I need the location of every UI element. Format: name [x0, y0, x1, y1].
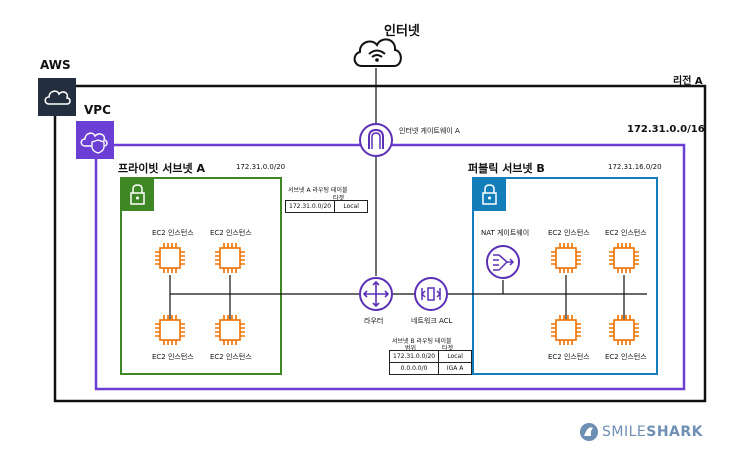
- vpc-label: VPC: [84, 103, 111, 117]
- aws-label: AWS: [40, 58, 71, 72]
- route-table-b-target-header: 타겟: [442, 345, 454, 352]
- ec2-chip-icon: [215, 315, 245, 345]
- nat-gateway-node: [485, 244, 521, 280]
- internet-gateway-icon: [359, 123, 393, 157]
- ec2-instance[interactable]: [606, 240, 642, 276]
- ec2-instance[interactable]: [548, 240, 584, 276]
- ec2-label: EC2 인스턴스: [548, 229, 590, 237]
- route-table-a: 172.31.0.0/20 Local: [284, 200, 369, 213]
- ec2-instance[interactable]: [152, 312, 188, 348]
- table-cell: IGA A: [438, 362, 473, 375]
- table-row: 172.31.0.0/20 Local: [388, 350, 473, 363]
- private-subnet-cidr: 172.31.0.0/20: [236, 163, 286, 171]
- nat-gateway-icon: [486, 245, 520, 279]
- igw-label: 인터넷 게이트웨이 A: [399, 127, 460, 135]
- private-subnet-box: [120, 177, 282, 375]
- brand-shark: SHARK: [646, 424, 704, 440]
- table-row: 0.0.0.0/0 IGA A: [388, 362, 473, 375]
- ec2-chip-icon: [215, 243, 245, 273]
- router-node: [358, 276, 394, 312]
- region-label: 리전 A: [673, 76, 703, 87]
- internet-cloud-icon: [353, 38, 402, 67]
- internet-label: 인터넷: [384, 24, 420, 39]
- ec2-label: EC2 인스턴스: [152, 353, 194, 361]
- ec2-instance[interactable]: [212, 240, 248, 276]
- ec2-label: EC2 인스턴스: [210, 229, 252, 237]
- table-cell: 172.31.0.0/20: [284, 200, 336, 213]
- vpc-cloud-shield-icon: [80, 132, 108, 154]
- internet-gateway-node: [358, 122, 394, 158]
- ec2-label: EC2 인스턴스: [605, 353, 647, 361]
- ec2-label: EC2 인스턴스: [152, 229, 194, 237]
- ec2-label: EC2 인스턴스: [605, 229, 647, 237]
- region-box: [53, 84, 707, 403]
- ec2-chip-icon: [609, 315, 639, 345]
- network-acl-icon: [414, 277, 448, 311]
- ec2-chip-icon: [609, 243, 639, 273]
- lock-icon: [482, 184, 497, 205]
- public-subnet-cidr: 172.31.16.0/20: [608, 163, 662, 171]
- route-table-b-title: 서브넷 B 라우팅 테이블: [392, 338, 452, 345]
- private-subnet-label: 프라이빗 서브넷 A: [118, 162, 206, 175]
- nat-gateway-label: NAT 게이트웨이: [481, 229, 530, 237]
- public-subnet-box: [472, 177, 658, 375]
- route-table-b-range-header: 범위: [405, 345, 417, 352]
- ec2-chip-icon: [155, 243, 185, 273]
- ec2-chip-icon: [155, 315, 185, 345]
- vpc-cidr: 172.31.0.0/16: [627, 124, 705, 135]
- ec2-chip-icon: [551, 243, 581, 273]
- private-subnet-badge: [121, 178, 154, 211]
- aws-cloud-icon: [44, 90, 71, 105]
- aws-cloud-badge: [38, 78, 76, 116]
- ec2-label: EC2 인스턴스: [210, 353, 252, 361]
- ec2-label: EC2 인스턴스: [548, 353, 590, 361]
- route-table-a-title: 서브넷 A 라우팅 테이블: [288, 187, 348, 194]
- brand-smile: SMILE: [602, 424, 647, 440]
- public-subnet-badge: [473, 178, 506, 211]
- ec2-chip-icon: [551, 315, 581, 345]
- route-table-a-target-header: 타겟: [333, 195, 345, 202]
- router-label: 라우터: [364, 317, 384, 325]
- network-acl-node: [413, 276, 449, 312]
- public-subnet-label: 퍼블릭 서브넷 B: [468, 162, 545, 175]
- lock-icon: [130, 184, 145, 205]
- ec2-instance[interactable]: [212, 312, 248, 348]
- ec2-instance[interactable]: [606, 312, 642, 348]
- ec2-instance[interactable]: [152, 240, 188, 276]
- table-cell: Local: [438, 350, 473, 363]
- table-cell: Local: [334, 200, 369, 213]
- table-cell: 172.31.0.0/20: [388, 350, 440, 363]
- nacl-label: 네트워크 ACL: [411, 317, 453, 325]
- ec2-instance[interactable]: [548, 312, 584, 348]
- route-table-b: 172.31.0.0/20 Local 0.0.0.0/0 IGA A: [388, 350, 473, 375]
- shark-fin-icon: [580, 423, 598, 441]
- table-row: 172.31.0.0/20 Local: [284, 200, 369, 213]
- table-cell: 0.0.0.0/0: [388, 362, 440, 375]
- vpc-badge: [76, 121, 114, 159]
- router-icon: [359, 277, 393, 311]
